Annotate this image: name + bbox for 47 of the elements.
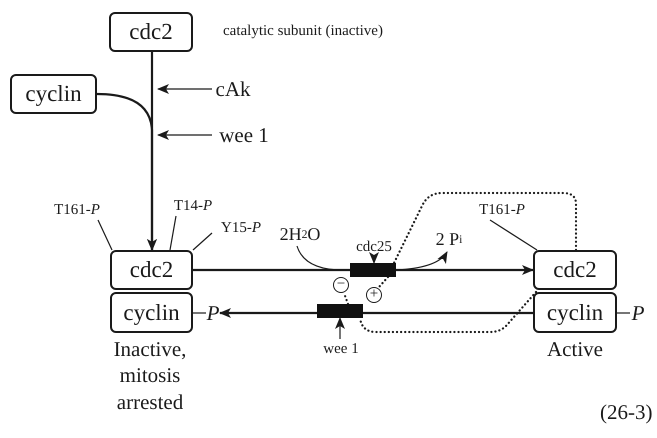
subunit-description: catalytic subunit (inactive) — [222, 22, 384, 41]
annotation-label: P — [630, 302, 646, 324]
inhibition-sign: − — [333, 277, 349, 293]
leader-line — [192, 232, 212, 250]
arrow — [396, 265, 534, 275]
protein-box — [533, 250, 617, 290]
annotation-label: T161-P — [44, 200, 110, 220]
protein-label: cyclin — [123, 300, 180, 326]
protein-box — [533, 292, 617, 333]
leader-line — [490, 220, 538, 250]
protein-label: cdc2 — [130, 257, 174, 283]
annotation-label: Y15-P — [212, 218, 270, 238]
arrow — [157, 84, 212, 94]
protein-box — [110, 292, 193, 333]
protein-label: cyclin — [25, 81, 82, 107]
leader-line — [193, 312, 206, 314]
protein-box — [10, 74, 97, 114]
reaction-line — [193, 268, 350, 272]
arrow — [96, 92, 157, 251]
leader-line — [169, 216, 177, 250]
leader-line — [617, 312, 630, 314]
arrow — [157, 130, 212, 140]
annotation-label: cAk — [212, 78, 254, 100]
inhibitor-bar — [317, 304, 363, 318]
annotation-label: wee 1 — [310, 339, 372, 359]
annotation-label: cdc25 — [347, 238, 401, 256]
protein-box — [109, 12, 193, 52]
annotation-label: T161-P — [470, 200, 534, 220]
annotation-label: P — [206, 302, 220, 324]
protein-label: cdc2 — [553, 257, 597, 283]
state-caption: Active — [546, 336, 604, 362]
arrow — [335, 317, 345, 339]
arrow — [369, 252, 379, 264]
protein-box — [110, 250, 193, 290]
dotted-regulation-line — [358, 290, 538, 334]
annotation-label: wee 1 — [212, 124, 276, 146]
annotation-label: T14-P — [165, 196, 221, 216]
inhibitor-bar — [350, 263, 396, 277]
activation-sign: + — [366, 287, 382, 303]
leader-line — [97, 220, 113, 250]
protein-label: cdc2 — [129, 19, 173, 45]
reaction-line — [363, 312, 533, 314]
arrow — [219, 308, 317, 318]
protein-label: cyclin — [546, 300, 604, 326]
dotted-regulation-line — [392, 192, 578, 264]
figure-number: (26-3) — [600, 400, 652, 425]
state-caption: Inactive, mitosis arrested — [112, 336, 188, 415]
